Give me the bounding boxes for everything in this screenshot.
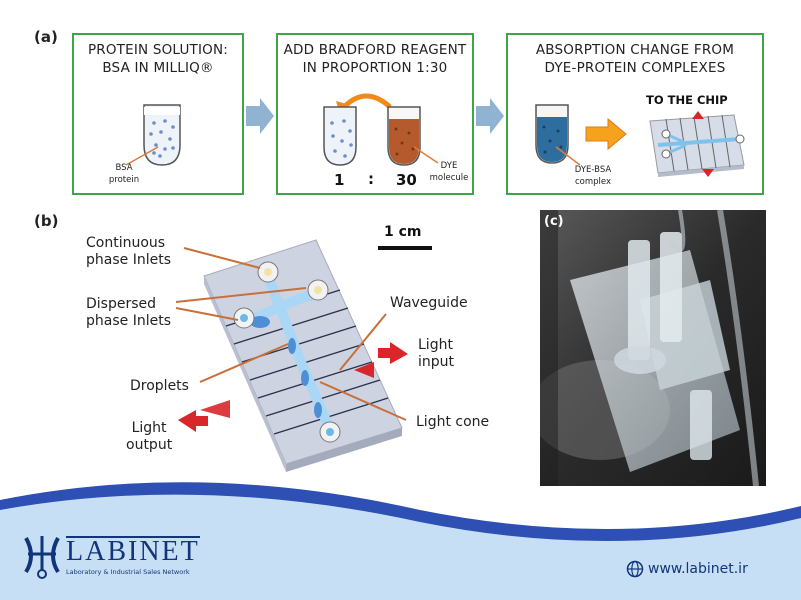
box2-title-line2: IN PROPORTION 1:30 <box>302 60 448 76</box>
continuous-line1: Continuous <box>86 235 166 251</box>
footer-background <box>0 482 801 600</box>
absorption-graphic <box>535 104 745 177</box>
box-bradford: ADD BRADFORD REAGENT IN PROPORTION 1:30 … <box>276 33 474 195</box>
bradford-graphic <box>323 93 439 166</box>
logo-mark-icon <box>24 536 60 579</box>
mini-chip-icon <box>649 111 745 177</box>
waveguide-label: Waveguide <box>390 295 468 311</box>
right-arrow-icon <box>476 98 504 134</box>
ratio-left: 1 <box>334 171 345 189</box>
chip-photo: (c) <box>540 210 766 486</box>
ratio-right: 30 <box>396 171 417 189</box>
light-cone-label: Light cone <box>416 414 490 430</box>
dye-label-line2: molecule <box>429 173 469 183</box>
light-input-line1: Light <box>418 337 453 353</box>
box3-title-line1: ABSORPTION CHANGE FROM <box>535 42 735 58</box>
scale-label: 1 cm <box>384 224 422 240</box>
logo-subtitle: Laboratory & Industrial Sales Network <box>66 568 190 576</box>
box3-title-line2: DYE-PROTEIN COMPLEXES <box>544 60 726 76</box>
labinet-logo[interactable]: LABINET Laboratory & Industrial Sales Ne… <box>20 532 240 582</box>
box2-title-line1: ADD BRADFORD REAGENT <box>283 42 467 58</box>
dye-label-line1: DYE <box>440 161 458 171</box>
droplets-label: Droplets <box>130 378 189 394</box>
bsa-label-line2: protein <box>108 175 140 185</box>
red-arrow-icon <box>178 410 208 432</box>
website-text: www.labinet.ir <box>648 561 748 577</box>
red-arrow-icon <box>378 342 408 364</box>
panel-b-letter: (b) <box>34 212 59 230</box>
continuous-inlets-label: Continuous phase Inlets <box>86 235 171 269</box>
website-link[interactable]: www.labinet.ir <box>626 560 748 578</box>
bsa-label-line1: BSA <box>115 163 133 173</box>
light-input-line2: input <box>418 354 455 370</box>
box-absorption: ABSORPTION CHANGE FROM DYE-PROTEIN COMPL… <box>506 33 764 195</box>
chip-diagram <box>175 239 408 472</box>
bsa-tube-icon <box>125 104 181 166</box>
logo-text: LABINET <box>66 536 200 567</box>
dye-bsa-label-line2: complex <box>574 177 612 187</box>
scale-bar <box>378 246 432 250</box>
right-arrow-icon <box>246 98 274 134</box>
box1-title-line1: PROTEIN SOLUTION: <box>87 42 229 58</box>
ratio-separator: : <box>368 170 374 188</box>
dispersed-line2: phase Inlets <box>86 313 171 329</box>
to-the-chip-label: TO THE CHIP <box>646 93 728 107</box>
light-input-label: Light input <box>418 337 454 371</box>
dye-bsa-label-line1: DYE-BSA <box>574 165 612 175</box>
panel-c-letter: (c) <box>544 214 564 229</box>
continuous-line2: phase Inlets <box>86 252 171 268</box>
box-protein-solution: PROTEIN SOLUTION: BSA IN MILLIQ® BSA pro… <box>72 33 244 195</box>
box1-title-line2: BSA IN MILLIQ® <box>102 60 214 76</box>
light-output-line1: Light <box>131 420 167 436</box>
curved-arrow-icon <box>342 93 392 109</box>
light-output-line2: output <box>126 437 173 453</box>
dispersed-line1: Dispersed <box>86 296 157 312</box>
light-output-label: Light output <box>126 420 172 454</box>
globe-icon <box>626 560 644 578</box>
dispersed-inlets-label: Dispersed phase Inlets <box>86 296 171 330</box>
panel-a-letter: (a) <box>34 28 58 46</box>
